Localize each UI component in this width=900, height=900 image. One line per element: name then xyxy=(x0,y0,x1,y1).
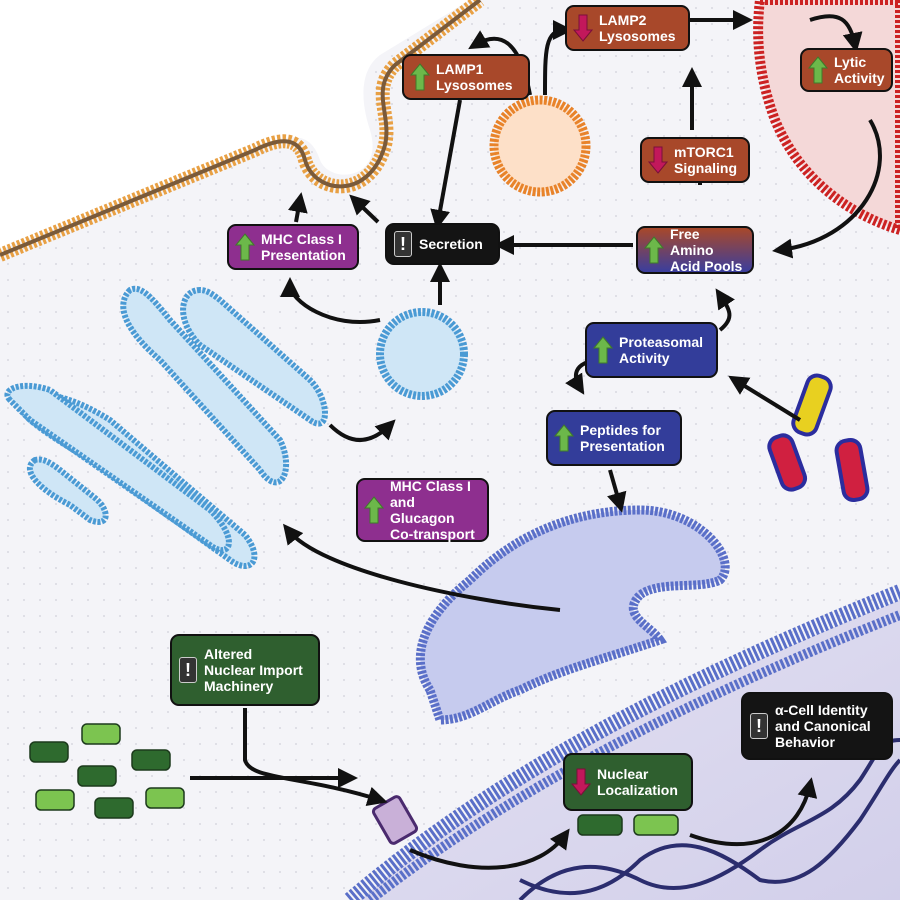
down-arrow-icon xyxy=(648,146,668,174)
up-arrow-icon xyxy=(235,233,255,261)
up-arrow-icon xyxy=(364,496,384,524)
pathway-arrows xyxy=(190,10,882,870)
node-label: LAMP1 Lysosomes xyxy=(436,61,513,93)
exclamation-icon: ! xyxy=(749,712,769,740)
node-lytic-activity: Lytic Activity xyxy=(800,48,893,92)
node-label: Lytic Activity xyxy=(834,54,885,86)
node-label: Altered Nuclear Import Machinery xyxy=(204,646,303,694)
node-label: MHC Class I and Glucagon Co-transport xyxy=(390,478,475,542)
node-label: Free Amino Acid Pools xyxy=(670,226,743,274)
importins xyxy=(29,723,679,836)
node-label: Proteasomal Activity xyxy=(619,334,704,366)
node-label: Secretion xyxy=(419,236,483,252)
node-altered-nuclear-import: ! Altered Nuclear Import Machinery xyxy=(170,634,320,706)
proteasomes xyxy=(767,373,870,503)
secretory-vesicle xyxy=(376,308,468,400)
node-lamp1-lysosomes: LAMP1 Lysosomes xyxy=(402,54,530,100)
dna-helix xyxy=(518,738,900,900)
exclamation-icon: ! xyxy=(393,230,413,258)
node-label: Peptides for Presentation xyxy=(580,422,665,454)
node-mhc-class-i-presentation: MHC Class I Presentation xyxy=(227,224,359,270)
nuclear-envelope xyxy=(344,584,900,900)
up-arrow-icon xyxy=(644,236,664,264)
node-proteasomal-activity: Proteasomal Activity xyxy=(585,322,718,378)
node-mhc-glucagon-cotransport: MHC Class I and Glucagon Co-transport xyxy=(356,478,489,542)
endoplasmic-reticulum xyxy=(415,505,730,725)
node-free-amino-acid-pools: Free Amino Acid Pools xyxy=(636,226,754,274)
up-arrow-icon xyxy=(808,56,828,84)
node-secretion: ! Secretion xyxy=(385,223,500,265)
node-mtorc1-signaling: mTORC1 Signaling xyxy=(640,137,750,183)
node-label: α-Cell Identity and Canonical Behavior xyxy=(775,702,871,750)
node-label: LAMP2 Lysosomes xyxy=(599,12,676,44)
golgi-apparatus xyxy=(4,285,328,569)
node-label: MHC Class I Presentation xyxy=(261,231,346,263)
extracellular-space xyxy=(0,0,470,250)
node-nuclear-localization: Nuclear Localization xyxy=(563,753,693,811)
node-label: Nuclear Localization xyxy=(597,766,678,798)
node-label: mTORC1 Signaling xyxy=(674,144,737,176)
lysosome xyxy=(489,95,591,197)
node-alpha-cell-identity: ! α-Cell Identity and Canonical Behavior xyxy=(741,692,893,760)
node-lamp2-lysosomes: LAMP2 Lysosomes xyxy=(565,5,690,51)
down-arrow-icon xyxy=(571,768,591,796)
up-arrow-icon xyxy=(410,63,430,91)
exclamation-icon: ! xyxy=(178,656,198,684)
up-arrow-icon xyxy=(593,336,613,364)
node-peptides-for-presentation: Peptides for Presentation xyxy=(546,410,682,466)
up-arrow-icon xyxy=(554,424,574,452)
down-arrow-icon xyxy=(573,14,593,42)
